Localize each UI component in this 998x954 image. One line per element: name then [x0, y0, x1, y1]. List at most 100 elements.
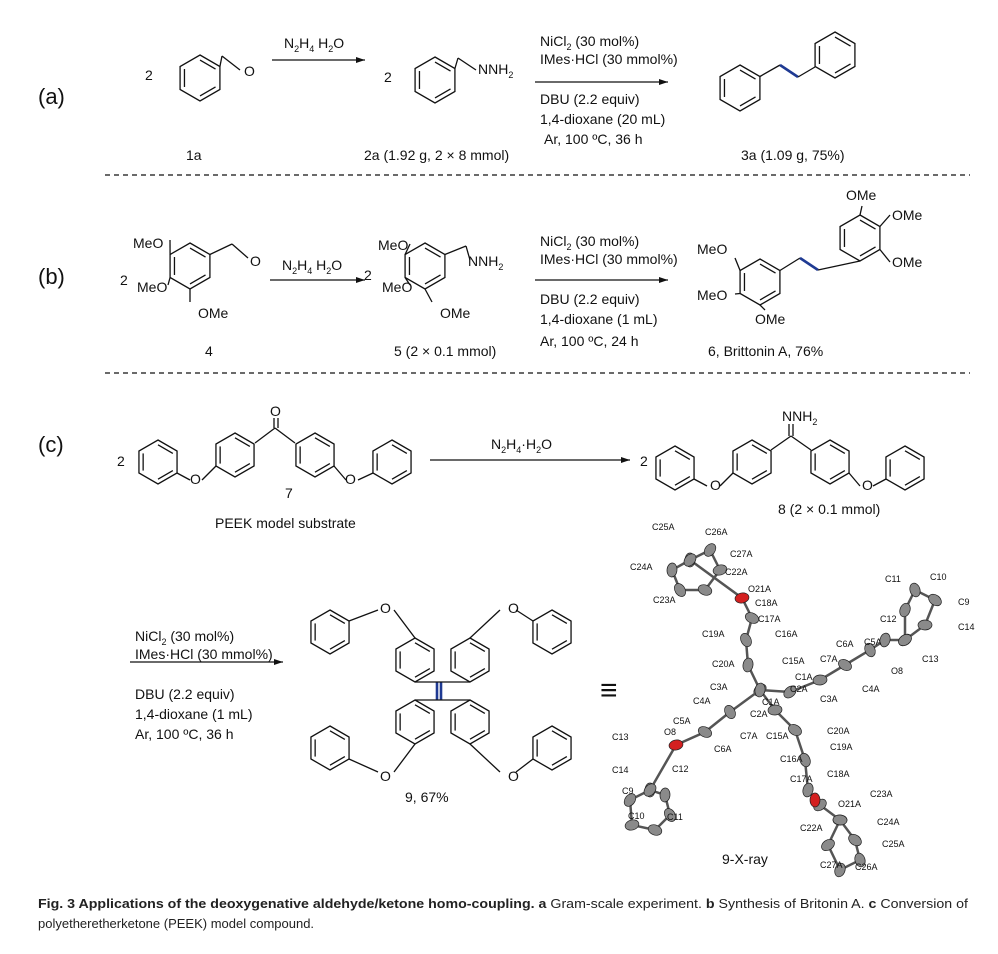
svg-text:IMes·HCl (30 mmol%): IMes·HCl (30 mmol%)	[135, 646, 273, 662]
atom-label: C7A	[740, 731, 758, 741]
coefficient: 2	[120, 272, 128, 288]
bond	[457, 57, 477, 71]
benzene-ring	[310, 609, 350, 655]
compound-5: 5 (2 × 0.1 mmol)	[394, 343, 496, 359]
double-bond	[424, 247, 441, 258]
atom-label: C2A	[750, 709, 768, 719]
reagent-hydrazine: N2H4·H2O	[491, 436, 552, 455]
compound-2a: 2a (1.92 g, 2 × 8 mmol)	[364, 147, 509, 163]
double-bond	[414, 730, 431, 740]
arrow-head-icon	[659, 79, 668, 85]
coefficient: 2	[384, 69, 392, 85]
atom-o: O	[862, 477, 873, 493]
double-bond	[469, 704, 486, 714]
bond	[770, 435, 792, 451]
arrow-head-icon	[356, 277, 365, 283]
svg-text:IMes·HCl (30 mmol%): IMes·HCl (30 mmol%)	[540, 251, 678, 267]
bond	[348, 758, 379, 773]
bond	[790, 435, 812, 451]
bond	[424, 288, 433, 303]
atom-label: C5A	[864, 637, 882, 647]
carbon-atom	[767, 704, 783, 716]
compound-8: 8 (2 × 0.1 mmol)	[778, 501, 880, 517]
double-bond	[751, 470, 768, 480]
caption-line-1: Fig. 3 Applications of the deoxygenative…	[38, 896, 968, 911]
meo: MeO	[137, 279, 167, 295]
svg-text:DBU (2.2 equiv): DBU (2.2 equiv)	[135, 686, 235, 702]
double-bond	[469, 668, 486, 678]
meo: MeO	[133, 235, 163, 251]
atom-label: O21A	[748, 584, 771, 594]
benzene-ring	[532, 725, 572, 771]
svg-text:Ar, 100 ºC, 36 h: Ar, 100 ºC, 36 h	[544, 131, 643, 147]
double-bond	[329, 730, 346, 740]
atom-label: C23A	[653, 595, 676, 605]
benzene-ring	[138, 439, 178, 485]
atom-label: C18A	[827, 769, 850, 779]
carbon-atom	[703, 543, 717, 557]
double-bond	[469, 730, 486, 740]
atom-label: C12	[672, 764, 689, 774]
atom-label: C11	[667, 812, 683, 822]
double-bond	[551, 756, 568, 766]
atom-label: C6A	[714, 744, 732, 754]
arrow-head-icon	[621, 457, 630, 463]
atom-label: C20A	[712, 659, 735, 669]
carbon-atom	[879, 632, 891, 648]
carbon-atom	[864, 642, 876, 658]
double-bond	[329, 640, 346, 650]
carbon-atom	[854, 852, 866, 868]
double-bond	[674, 476, 691, 486]
carbon-atom	[697, 726, 713, 738]
new-c-c-bond	[799, 256, 819, 272]
bond	[734, 292, 741, 295]
atom-label: C10	[930, 572, 947, 582]
double-bond	[414, 642, 431, 652]
double-bond	[859, 219, 876, 230]
arrow-head-icon	[659, 277, 668, 283]
atom-o: O	[508, 768, 519, 784]
compound-7-description: PEEK model substrate	[215, 515, 356, 531]
atom-label: C2A	[790, 684, 808, 694]
atom-label: C17A	[790, 774, 813, 784]
atom-o: O	[345, 471, 356, 487]
atom-o: O	[508, 600, 519, 616]
double-bond	[551, 614, 568, 624]
benzene-ring	[814, 31, 856, 79]
double-bond	[234, 463, 251, 473]
carbon-atom	[647, 824, 663, 836]
svg-text:DBU (2.2 equiv): DBU (2.2 equiv)	[540, 91, 640, 107]
atom-label: C13	[612, 732, 629, 742]
carbon-atom	[742, 657, 754, 673]
compound-6: 6, Brittonin A, 76%	[708, 343, 823, 359]
atom-label: C24A	[877, 817, 900, 827]
bond	[848, 472, 861, 487]
bond	[404, 243, 411, 255]
atom-label: C24A	[630, 562, 653, 572]
double-bond	[551, 640, 568, 650]
atom-label: C19A	[702, 629, 725, 639]
bond	[333, 465, 347, 481]
svg-text:NiCl2 (30 mol%): NiCl2 (30 mol%)	[540, 33, 639, 52]
bond	[231, 243, 249, 259]
atom-label: C5A	[673, 716, 691, 726]
bond	[872, 478, 887, 487]
double-bond	[414, 704, 431, 714]
carbon-atom	[898, 633, 912, 647]
carbon-atom	[740, 633, 752, 647]
svg-text:Ar, 100 ºC, 36 h: Ar, 100 ºC, 36 h	[135, 726, 234, 742]
bond	[879, 214, 891, 227]
double-bond	[329, 756, 346, 766]
panel-b-label: (b)	[38, 264, 65, 289]
bond	[348, 609, 379, 622]
carbon-atom	[834, 862, 846, 878]
bond	[444, 245, 467, 256]
atom-label: C11	[885, 574, 901, 584]
reagent-hydrazine: N2H4 H2O	[284, 35, 344, 54]
nnh2-group: NNH2	[468, 253, 503, 272]
double-bond	[424, 274, 441, 285]
atom-label: C13	[922, 654, 939, 664]
bond	[693, 478, 708, 487]
double-bond	[829, 444, 846, 454]
double-bond	[904, 450, 921, 460]
